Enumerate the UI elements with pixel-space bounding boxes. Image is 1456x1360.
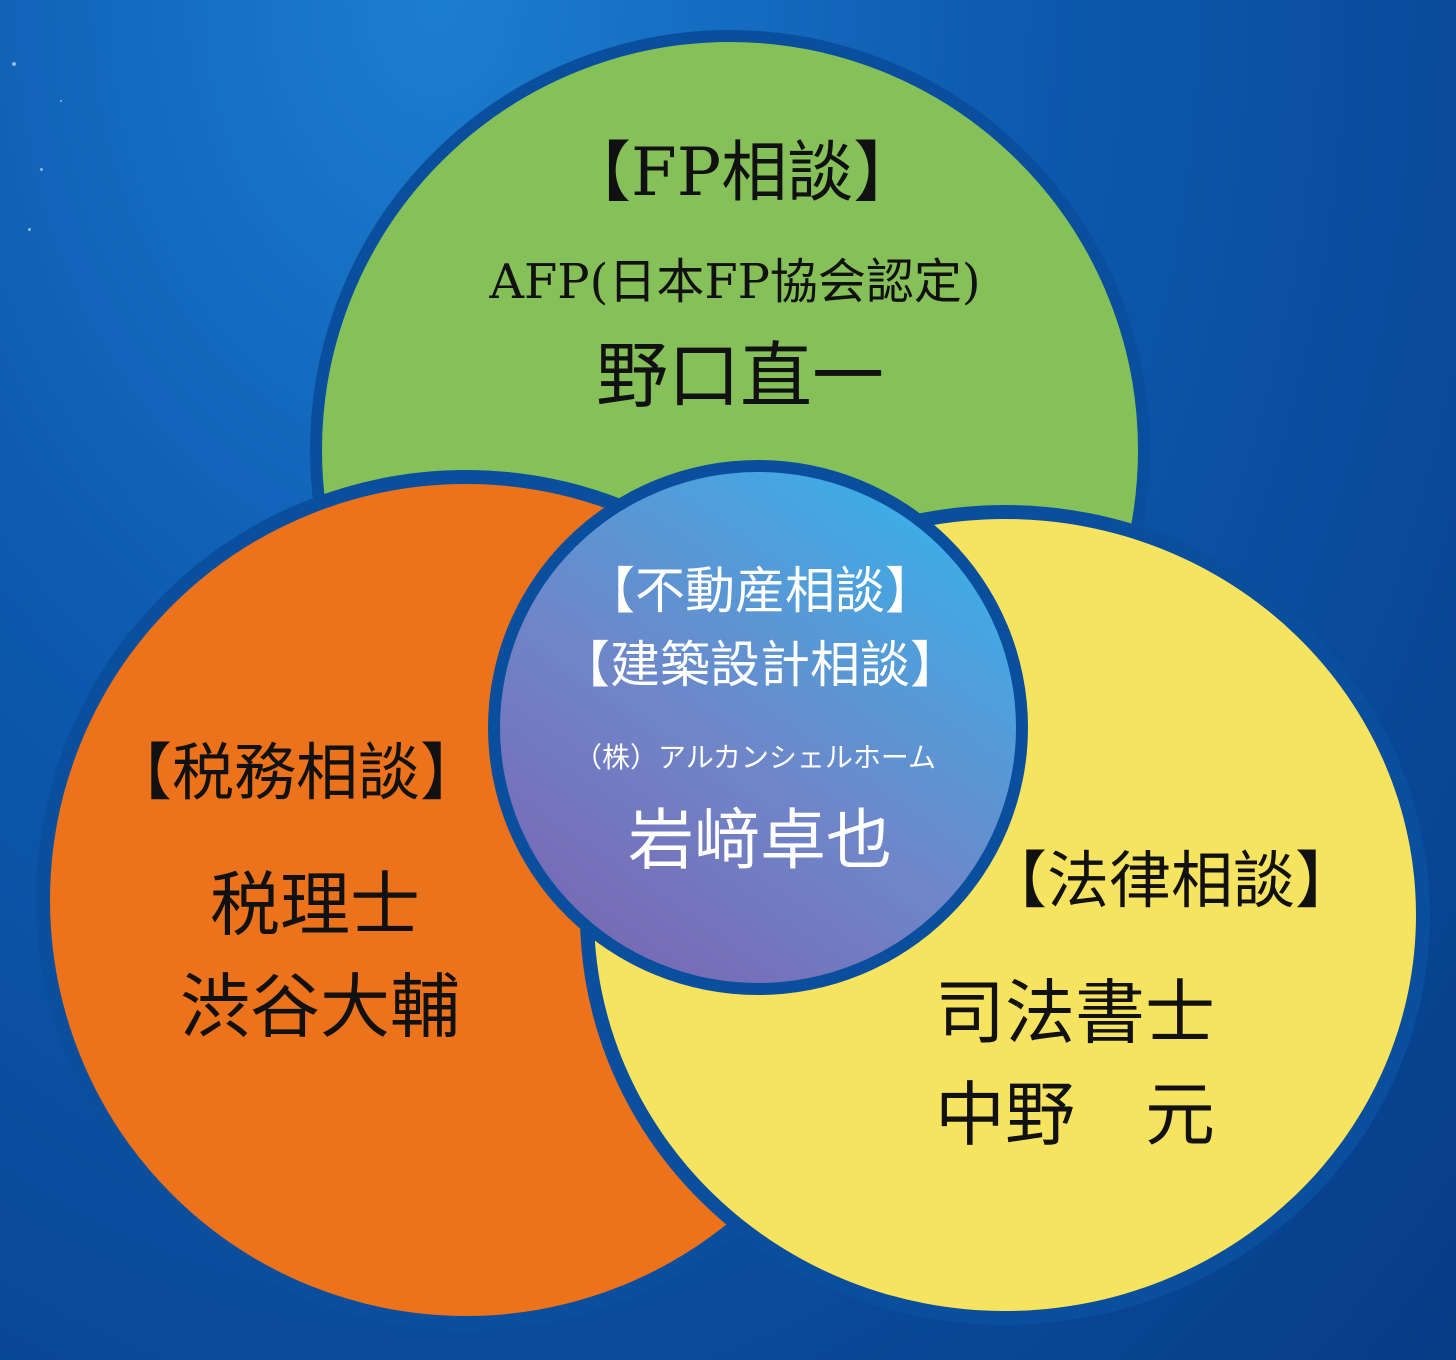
legal-advisor-name: 中野 元 (935, 1074, 1215, 1156)
legal-heading: 【法律相談】 (985, 844, 1358, 917)
tax-qualification: 税理士 (210, 864, 420, 946)
tax-advisor-name: 渋谷大輔 (180, 966, 460, 1048)
real-estate-heading: 【不動産相談】 (585, 562, 935, 620)
fp-qualification: AFP(日本FP協会認定) (489, 254, 981, 310)
background-sparkle (60, 100, 62, 102)
legal-qualification: 司法書士 (935, 972, 1215, 1054)
background-sparkle (28, 228, 31, 231)
fp-heading: 【FP相談】 (565, 134, 920, 211)
company-name: （株）アルカンシェルホーム (573, 741, 937, 774)
fp-advisor-name: 野口直一 (595, 334, 884, 418)
real-estate-advisor-name: 岩﨑卓也 (628, 802, 892, 879)
tax-heading: 【税務相談】 (110, 736, 483, 809)
background-sparkle (12, 62, 16, 66)
background-sparkle (40, 168, 43, 171)
architecture-heading: 【建築設計相談】 (560, 636, 960, 694)
real-estate-consultation-circle (488, 460, 1028, 995)
